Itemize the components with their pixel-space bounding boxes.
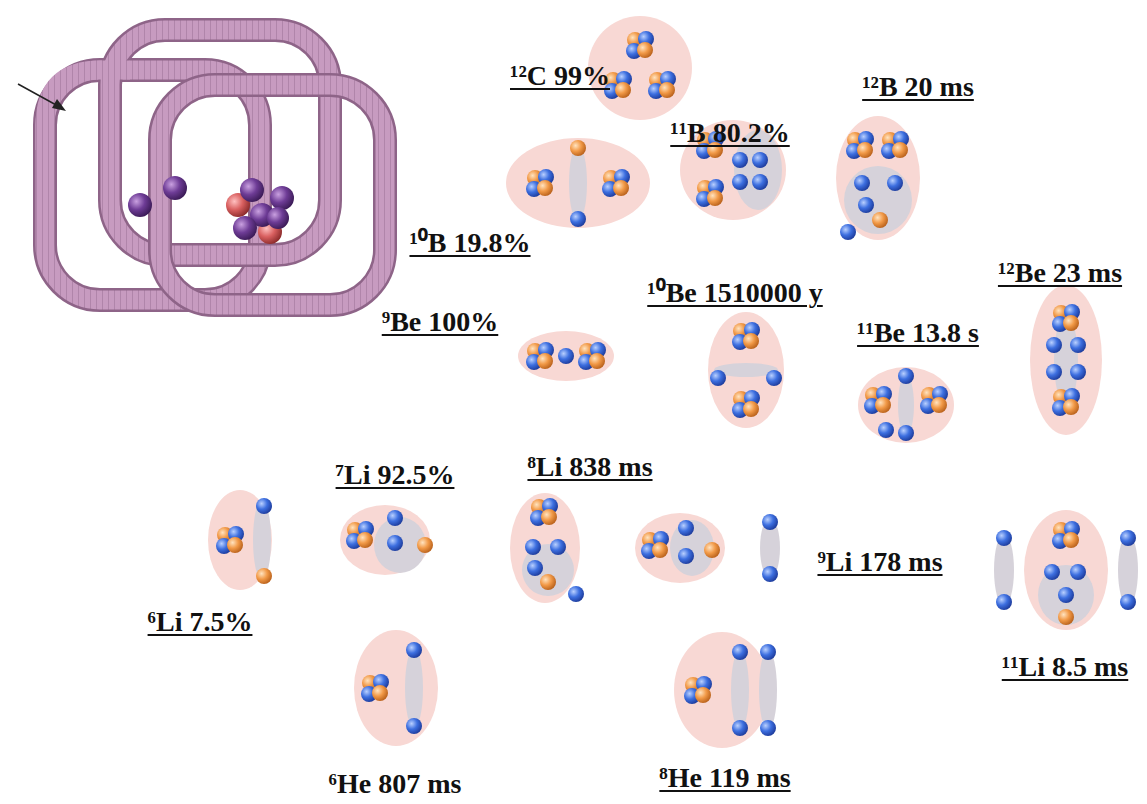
nucleon-drawing xyxy=(633,510,783,588)
nuclide-label: ¹¹Be 13.8 s xyxy=(857,318,979,349)
nuclide-cluster: ¹²Be 23 ms xyxy=(1028,283,1104,437)
nuclide-cluster: ¹⁰B 19.8% xyxy=(504,135,652,231)
nuclide-label: ⁶He 807 ms xyxy=(329,769,462,800)
nuclide-cluster: ¹⁰Be 1510000 y xyxy=(706,310,786,430)
nuclide-cluster: ⁶Li 7.5% xyxy=(206,488,276,592)
nuclide-cluster: ⁸He 119 ms xyxy=(672,630,774,752)
nuclide-label: ⁹Be 100% xyxy=(382,307,499,338)
nucleon-drawing xyxy=(706,310,786,430)
nuclide-label: ⁸He 119 ms xyxy=(659,763,790,794)
nuclide-label: ¹²Be 23 ms xyxy=(998,258,1122,289)
nucleon-drawing xyxy=(508,490,584,602)
nuclide-label: ¹⁰Be 1510000 y xyxy=(647,278,823,309)
nuclide-label: ¹²C 99% xyxy=(510,61,610,92)
nuclide-label: ¹⁰B 19.8% xyxy=(409,228,530,259)
nucleon-drawing xyxy=(516,328,616,384)
nuclide-cluster: ¹²C 99% xyxy=(585,12,697,124)
nuclide-label: ⁷Li 92.5% xyxy=(336,460,455,491)
nuclide-label: ¹²B 20 ms xyxy=(862,72,974,103)
nucleon-drawing xyxy=(856,365,956,447)
nuclide-label: ¹¹Li 8.5 ms xyxy=(1002,652,1128,683)
nucleon-drawing xyxy=(992,508,1138,632)
nucleon-drawing xyxy=(826,112,930,248)
nuclide-label: ¹¹B 80.2% xyxy=(670,118,789,149)
nuclide-cluster: ¹¹B 80.2% xyxy=(678,117,788,223)
nucleon-drawing xyxy=(352,628,440,748)
nuclide-label: ⁹Li 178 ms xyxy=(817,547,942,578)
nucleon-drawing xyxy=(672,630,774,752)
nuclide-cluster: ⁹Li 178 ms xyxy=(633,510,783,588)
nucleon-drawing xyxy=(1028,283,1104,437)
nuclide-cluster: ⁹Be 100% xyxy=(516,328,616,384)
nucleon-drawing xyxy=(504,135,652,231)
nuclide-cluster: ¹¹Li 8.5 ms xyxy=(992,508,1138,632)
nucleon-drawing xyxy=(206,488,276,592)
nuclide-cluster: ⁸Li 838 ms xyxy=(508,490,584,602)
nuclide-cluster: ⁷Li 92.5% xyxy=(338,503,434,579)
nuclide-label: ⁸Li 838 ms xyxy=(527,452,652,483)
nuclide-label: ⁶Li 7.5% xyxy=(148,607,253,638)
nucleon-drawing xyxy=(338,503,434,579)
nuclide-cluster: ¹¹Be 13.8 s xyxy=(856,365,956,447)
nuclide-cluster: ¹²B 20 ms xyxy=(826,112,930,248)
nuclide-cluster: ⁶He 807 ms xyxy=(352,628,440,748)
